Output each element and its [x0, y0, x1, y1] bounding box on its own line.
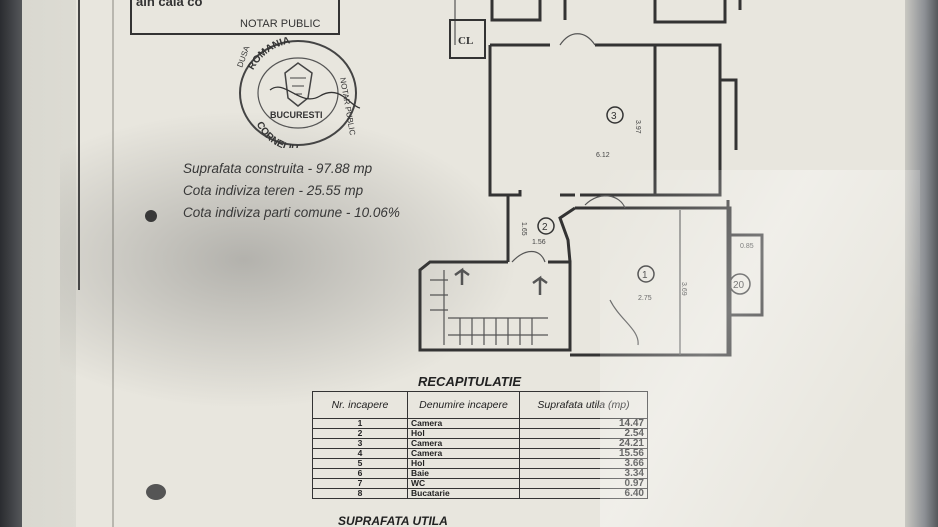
cell-nr: 1 — [312, 418, 408, 429]
total-label: SUPRAFATA UTILA — [338, 514, 448, 527]
dim-2-75: 2.75 — [638, 295, 652, 302]
header-box — [130, 0, 340, 35]
dim-1-56: 1.56 — [532, 239, 546, 246]
table-row: 4 Camera 15.56 — [312, 448, 648, 459]
svg-text:ROMANIA: ROMANIA — [246, 35, 291, 72]
table-row: 8 Bucatarie 6.40 — [312, 488, 648, 499]
floor-plan: CL 3 2 1 20 3.97 6.12 1.65 1.56 3.69 2.7… — [418, 0, 764, 357]
dim-1-65: 1.65 — [520, 222, 527, 236]
cell-nr: 8 — [312, 488, 408, 499]
recap-title: RECAPITULATIE — [418, 374, 522, 389]
room-label-2: 2 — [542, 222, 548, 233]
cell-name: WC — [407, 478, 520, 489]
cell-area: 2.54 — [519, 428, 648, 439]
dim-0-85: 0.85 — [740, 243, 754, 250]
built-area-text: Suprafata construita - 97.88 mp — [183, 161, 373, 176]
column-header-area: Suprafata utila (mp) — [519, 391, 648, 419]
background-dark-left — [0, 0, 22, 527]
cell-area: 6.40 — [519, 488, 648, 499]
svg-text:CORNELIU: CORNELIU — [254, 120, 299, 148]
signature — [269, 86, 361, 109]
recap-table: Nr. incapere Denumire incapere Suprafata… — [312, 391, 648, 499]
sleeve-edge — [905, 0, 938, 527]
coat-of-arms-icon — [284, 62, 313, 107]
cl-label: CL — [458, 35, 473, 47]
cell-name: Hol — [407, 458, 520, 469]
cell-nr: 2 — [312, 428, 408, 439]
table-row: 2 Hol 2.54 — [312, 428, 648, 439]
dim-6-12: 6.12 — [596, 152, 610, 159]
cell-area: 14.47 — [519, 418, 648, 429]
cell-area: 15.56 — [519, 448, 648, 459]
cell-name: Bucatarie — [407, 488, 520, 499]
cell-area: 24.21 — [519, 438, 648, 449]
column-header-name: Denumire incapere — [407, 391, 520, 419]
margin-line — [78, 0, 80, 290]
dim-3-97: 3.97 — [634, 120, 641, 134]
room-label-3: 3 — [611, 111, 617, 122]
punch-hole-mark-lower — [146, 484, 166, 500]
stamp-city-text: BUCURESTI — [270, 110, 323, 120]
margin-line-faint — [112, 0, 114, 527]
table-row: 3 Camera 24.21 — [312, 438, 648, 449]
table-header-row: Nr. incapere Denumire incapere Suprafata… — [312, 391, 648, 419]
cell-nr: 6 — [312, 468, 408, 479]
cell-area: 3.66 — [519, 458, 648, 469]
table-row: 1 Camera 14.47 — [312, 418, 648, 429]
stamp-top-text: ROMANIA — [246, 35, 291, 72]
notary-label: NOTAR PUBLIC — [240, 18, 321, 30]
cell-area: 0.97 — [519, 478, 648, 489]
cell-name: Camera — [407, 438, 520, 449]
cell-nr: 5 — [312, 458, 408, 469]
area-stats: Suprafata construita - 97.88 mp Cota ind… — [183, 158, 400, 224]
notary-stamp: ROMANIA CORNELIU BUCURESTI NOTAR PUBLIC … — [235, 35, 361, 148]
cell-name: Camera — [407, 418, 520, 429]
common-share-text: Cota indiviza parti comune - 10.06% — [183, 205, 400, 220]
cell-name: Hol — [407, 428, 520, 439]
table-row: 5 Hol 3.66 — [312, 458, 648, 469]
cell-name: Camera — [407, 448, 520, 459]
column-header-nr: Nr. incapere — [312, 391, 408, 419]
cell-area: 3.34 — [519, 468, 648, 479]
table-row: 7 WC 0.97 — [312, 478, 648, 489]
room-label-1: 1 — [642, 270, 648, 281]
room-label-20: 20 — [733, 280, 745, 291]
table-row: 6 Baie 3.34 — [312, 468, 648, 479]
cell-nr: 3 — [312, 438, 408, 449]
land-share-text: Cota indiviza teren - 25.55 mp — [183, 183, 364, 198]
cell-nr: 7 — [312, 478, 408, 489]
punch-hole-mark — [145, 210, 157, 222]
cell-name: Baie — [407, 468, 520, 479]
cell-nr: 4 — [312, 448, 408, 459]
dim-3-69: 3.69 — [680, 282, 687, 296]
stamp-name-text: CORNELIU — [254, 120, 299, 148]
header-cut-text: ain cala co — [136, 0, 203, 9]
